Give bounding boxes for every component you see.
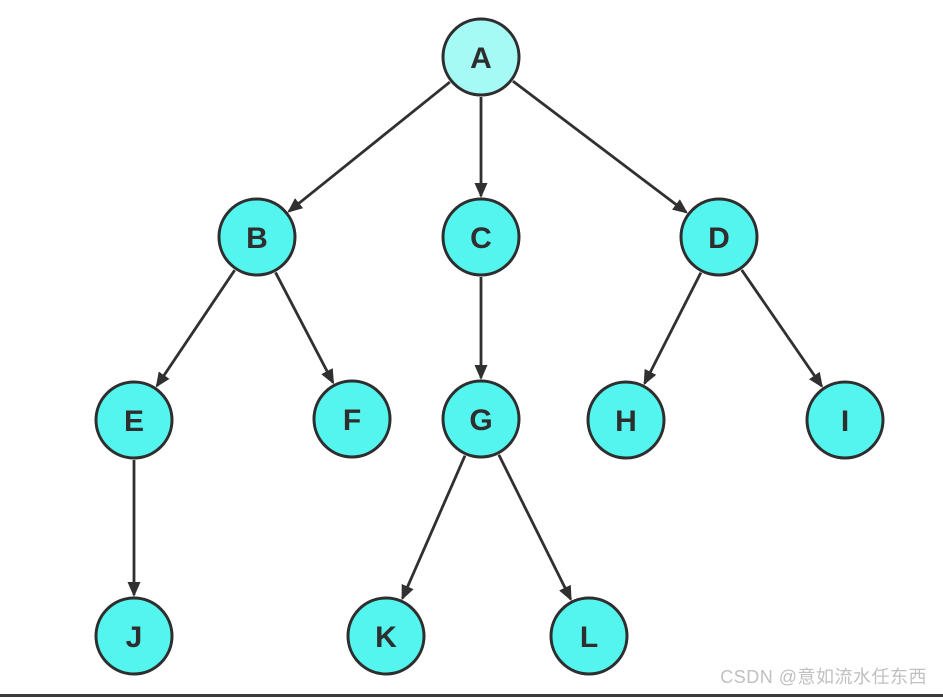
tree-node-h: H [586, 380, 666, 460]
node-label-e: E [124, 405, 144, 438]
edge-d-i [740, 269, 823, 388]
footer-divider [0, 694, 943, 697]
edge-a-d [512, 80, 688, 214]
node-label-h: H [615, 405, 637, 438]
tree-node-k: K [346, 596, 426, 676]
edge-b-f [274, 271, 335, 385]
node-label-k: K [375, 621, 397, 654]
node-circle-l [549, 596, 629, 676]
edge-a-b [287, 80, 451, 213]
node-label-i: I [841, 405, 849, 438]
tree-node-c: C [441, 197, 521, 277]
node-label-l: L [580, 621, 598, 654]
node-label-a: A [470, 42, 492, 75]
tree-node-l: L [549, 596, 629, 676]
tree-node-g: G [441, 379, 521, 459]
edge-g-l [497, 454, 572, 602]
node-label-f: F [343, 404, 361, 437]
tree-node-a: A [441, 17, 521, 97]
node-circle-b [217, 197, 297, 277]
tree-node-e: E [94, 380, 174, 460]
tree-node-b: B [217, 197, 297, 277]
edge-g-k [401, 455, 467, 601]
csdn-watermark: CSDN @意如流水任东西 [720, 667, 927, 687]
node-circle-d [679, 197, 759, 277]
node-label-c: C [470, 222, 492, 255]
node-circle-e [94, 380, 174, 460]
tree-node-f: F [312, 379, 392, 459]
node-circle-j [94, 596, 174, 676]
node-label-g: G [469, 404, 492, 437]
tree-node-i: I [805, 380, 885, 460]
tree-node-j: J [94, 596, 174, 676]
edge-b-e [155, 269, 236, 388]
node-circle-i [805, 380, 885, 460]
node-circle-h [586, 380, 666, 460]
tree-node-d: D [679, 197, 759, 277]
node-circle-g [441, 379, 521, 459]
node-circle-c [441, 197, 521, 277]
edge-d-h [643, 272, 703, 386]
node-circle-k [346, 596, 426, 676]
node-circle-a [441, 17, 521, 97]
node-label-j: J [126, 621, 143, 654]
node-label-b: B [246, 222, 268, 255]
node-label-d: D [708, 222, 730, 255]
node-circle-f [312, 379, 392, 459]
